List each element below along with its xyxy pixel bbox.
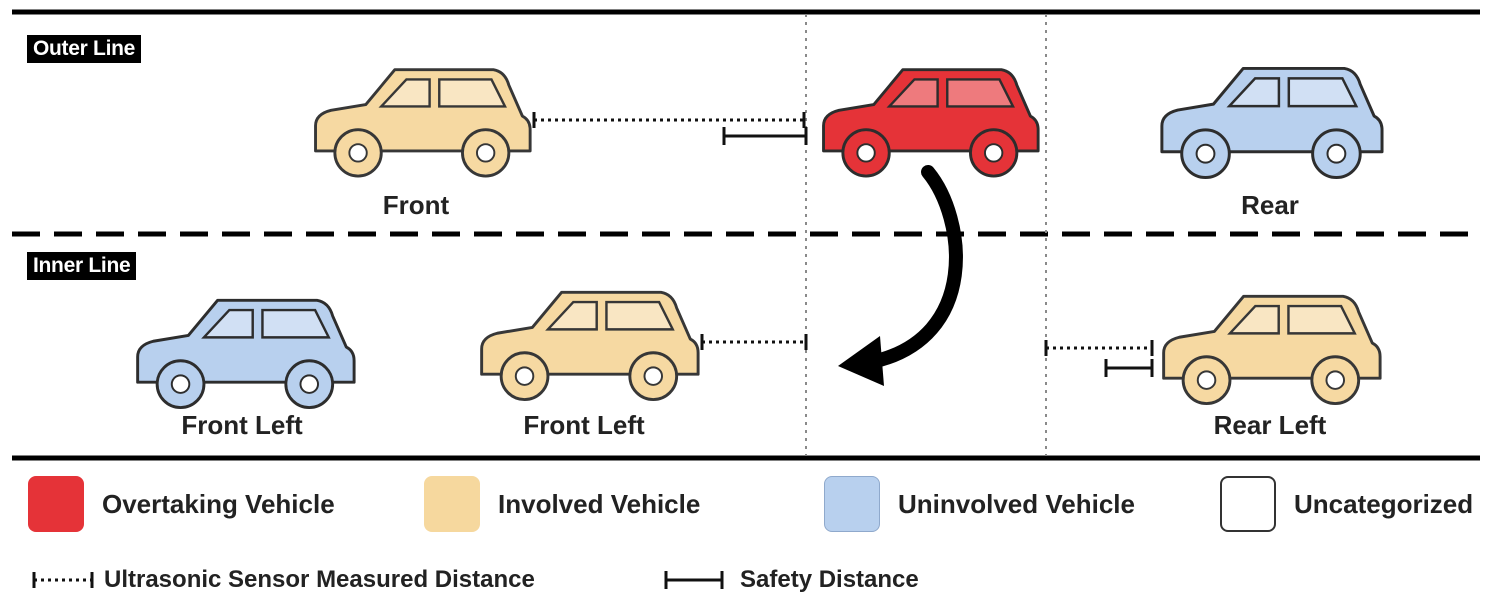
overtaking-swatch [28, 476, 84, 532]
uninvolved-swatch [824, 476, 880, 532]
safety-distance-rear-left [1104, 359, 1154, 377]
rear-left-car-icon [1162, 294, 1382, 406]
lane-change-arrow-icon [838, 165, 963, 386]
front-vehicle-label: Front [382, 190, 450, 220]
legend-involved: Involved Vehicle [424, 476, 700, 532]
rear-vehicle-label: Rear [1241, 190, 1299, 220]
safety-distance-front [722, 127, 808, 145]
legend-overtaking: Overtaking Vehicle [28, 476, 335, 532]
safety-line-key-icon [664, 571, 724, 589]
front-left-vehicle-label-1: Front Left [181, 410, 303, 440]
safety-legend-label: Safety Distance [740, 566, 919, 593]
ultrasonic-legend-label: Ultrasonic Sensor Measured Distance [104, 566, 535, 593]
front-car-icon [314, 68, 532, 178]
ultrasonic-distance-front [532, 112, 806, 128]
legend-uncategorized: Uncategorized [1220, 476, 1473, 532]
legend-uninvolved: Uninvolved Vehicle [824, 476, 1135, 532]
ultrasonic-distance-front-left [700, 334, 808, 350]
front-left-vehicle-label-2: Front Left [523, 410, 645, 440]
uncategorized-swatch [1220, 476, 1276, 532]
overtaking-legend-label: Overtaking Vehicle [102, 488, 335, 519]
uncategorized-legend-label: Uncategorized [1294, 488, 1474, 519]
front-left-car-2-icon [480, 290, 700, 402]
ultrasonic-line-key-icon [32, 572, 94, 588]
front-left-car-1-icon [136, 298, 356, 410]
rear-left-vehicle-label: Rear Left [1213, 410, 1327, 440]
involved-swatch [424, 476, 480, 532]
rear-car-icon [1160, 66, 1384, 180]
involved-legend-label: Involved Vehicle [498, 488, 701, 519]
overtaking-car-icon [822, 68, 1040, 178]
uninvolved-legend-label: Uninvolved Vehicle [898, 488, 1135, 519]
outer-lane-label: Outer Line [27, 35, 142, 63]
ultrasonic-distance-rear-left [1044, 340, 1154, 356]
inner-lane-label: Inner Line [27, 252, 137, 280]
